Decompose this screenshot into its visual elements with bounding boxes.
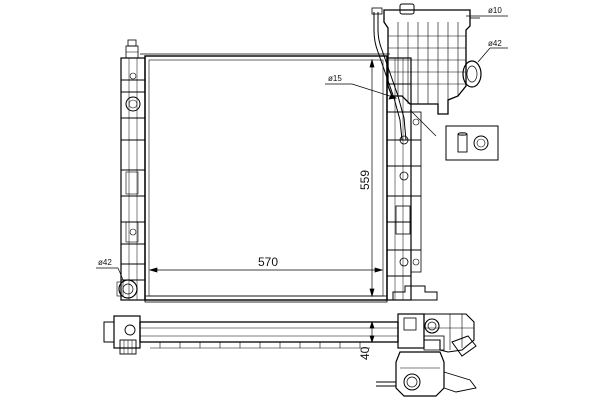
radiator-bottom-view bbox=[103, 313, 477, 397]
width-label: 570 bbox=[258, 255, 278, 269]
expansion-tank bbox=[371, 3, 482, 141]
depth-label: 40 bbox=[358, 346, 372, 360]
cap-diameter-label: ø10 bbox=[488, 6, 502, 15]
accessory-detail-box bbox=[445, 125, 499, 161]
left-tank bbox=[116, 39, 146, 301]
pressure-cap-icon bbox=[462, 60, 482, 88]
width-dimension bbox=[148, 267, 384, 273]
height-label: 559 bbox=[358, 170, 372, 190]
o-ring-icon bbox=[473, 135, 489, 151]
depth-dimension bbox=[366, 320, 380, 344]
pressure-cap-leader bbox=[477, 47, 508, 63]
hose-leader bbox=[325, 83, 437, 137]
radiator-front-view bbox=[96, 3, 508, 303]
height-dimension bbox=[369, 58, 375, 298]
outlet-pipe-icon bbox=[118, 279, 138, 299]
pressure-cap-diameter-label: ø42 bbox=[488, 39, 502, 48]
bottom-rail bbox=[144, 295, 388, 303]
outlet-leader bbox=[96, 267, 125, 283]
filler-neck-icon bbox=[403, 373, 421, 391]
outlet-diameter-label: ø42 bbox=[98, 258, 112, 267]
drain-plug-icon bbox=[125, 96, 141, 112]
hose-sleeve-icon bbox=[457, 133, 468, 153]
right-tank bbox=[386, 57, 438, 301]
hose-diameter-label: ø15 bbox=[328, 74, 342, 83]
